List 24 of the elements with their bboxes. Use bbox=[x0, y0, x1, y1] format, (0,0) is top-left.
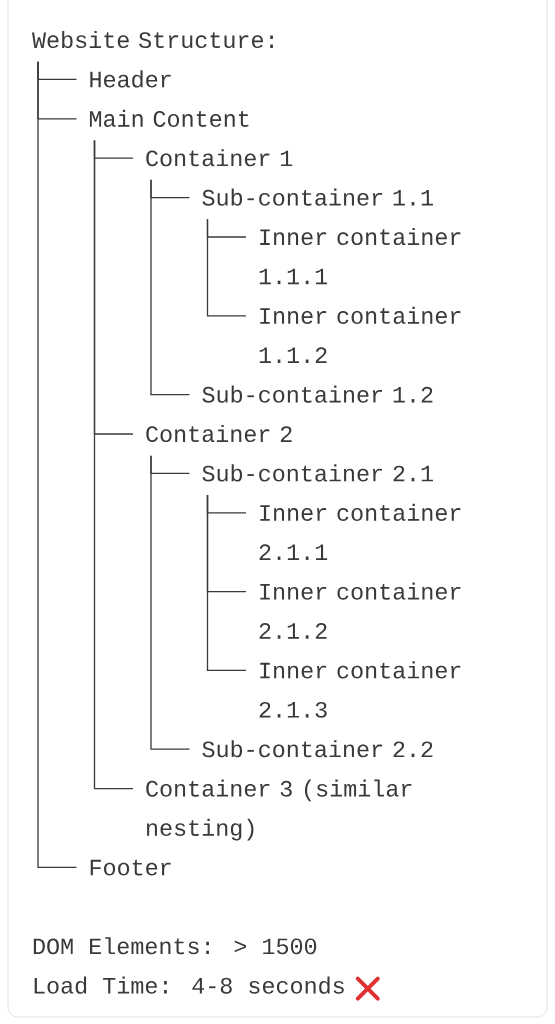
tree-item: Sub-container 1.2 bbox=[202, 385, 433, 403]
tree-item: Inner container 2.1.1 bbox=[259, 503, 461, 560]
tree-item: Sub-container 2.2 bbox=[202, 740, 433, 758]
tree-item: Website Structure: bbox=[32, 30, 273, 49]
tree-item: Footer bbox=[90, 859, 171, 876]
tree-item: Container 3 (similar nesting) bbox=[146, 779, 412, 841]
tree-item: Header bbox=[90, 70, 171, 88]
tree-item: Sub-container 1.1 bbox=[202, 188, 433, 206]
tree-branch bbox=[206, 218, 247, 317]
tree-item: Container 1 bbox=[146, 149, 293, 167]
tree-item: Inner container 1.1.2 bbox=[259, 306, 461, 363]
tree-item: Container 2 bbox=[146, 424, 292, 443]
tree-branch bbox=[37, 61, 78, 869]
tree-branch bbox=[206, 494, 247, 672]
tree-branch bbox=[93, 139, 134, 790]
stat-text: DOM Elements: > 1500 bbox=[33, 937, 317, 955]
tree-item: Main Content bbox=[89, 109, 249, 127]
tree-item: Inner container 2.1.3 bbox=[259, 661, 461, 718]
tree-branch bbox=[150, 455, 191, 750]
stat-text: Load Time: 4-8 seconds bbox=[34, 976, 344, 994]
tree-item: Inner container 2.1.2 bbox=[259, 582, 461, 639]
tree-item: Inner container 1.1.1 bbox=[259, 227, 461, 285]
tree-item: Sub-container 2.1 bbox=[202, 464, 433, 482]
tree-branch bbox=[150, 179, 191, 396]
